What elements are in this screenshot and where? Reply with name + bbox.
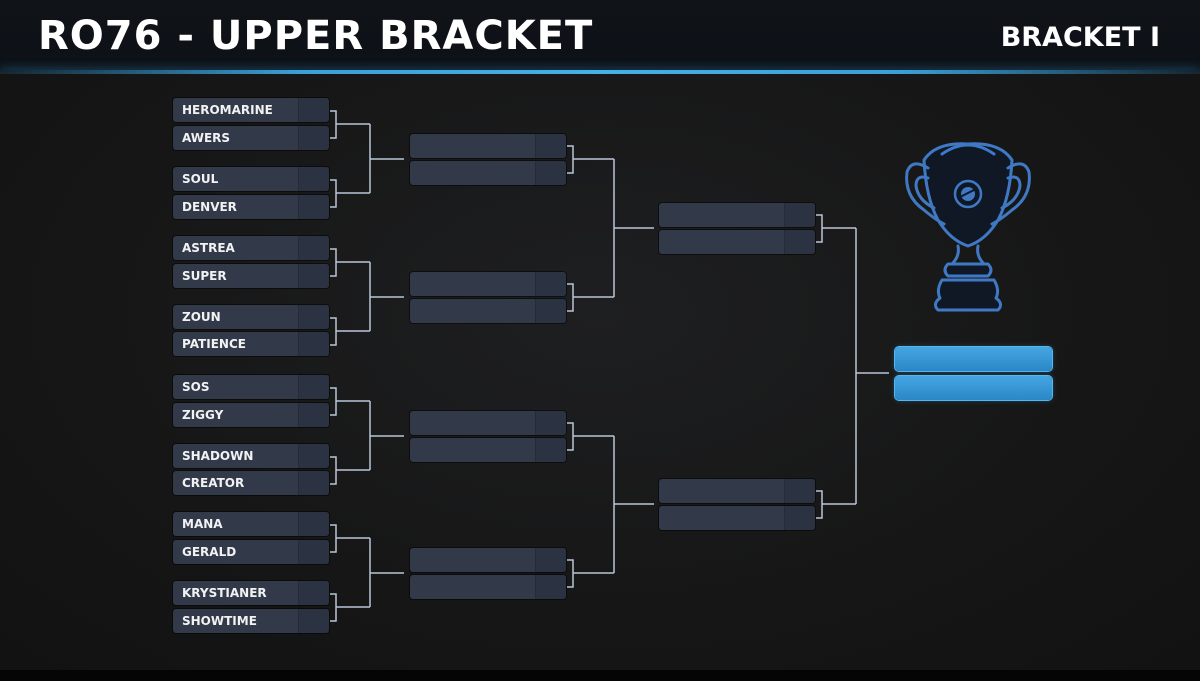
r3-match1-bottom-slot[interactable] — [659, 230, 815, 254]
score-box — [784, 203, 815, 227]
score-box — [298, 195, 329, 219]
r2-match3-bottom-slot[interactable] — [410, 438, 566, 462]
player-name: SHADOWN — [182, 444, 253, 468]
player-name: CREATOR — [182, 471, 244, 495]
trophy-icon — [902, 138, 1034, 316]
player-name: PATIENCE — [182, 332, 246, 356]
r2-match3-top-slot[interactable] — [410, 411, 566, 435]
score-box — [535, 272, 566, 296]
r1-match8-bottom-slot[interactable]: SHOWTIME — [173, 609, 329, 633]
player-name: AWERS — [182, 126, 230, 150]
r2-match2-bottom-slot[interactable] — [410, 299, 566, 323]
score-box — [298, 471, 329, 495]
score-box — [535, 575, 566, 599]
player-name: ASTREA — [182, 236, 235, 260]
r1-match4-top-slot[interactable]: ZOUN — [173, 305, 329, 329]
r1-match3-bottom-slot[interactable]: SUPER — [173, 264, 329, 288]
score-box — [298, 236, 329, 260]
player-name: KRYSTIANER — [182, 581, 267, 605]
score-box — [535, 438, 566, 462]
player-name: SOUL — [182, 167, 218, 191]
player-name: HEROMARINE — [182, 98, 273, 122]
r1-match7-top-slot[interactable]: MANA — [173, 512, 329, 536]
score-box — [298, 512, 329, 536]
player-name: GERALD — [182, 540, 236, 564]
score-box — [298, 305, 329, 329]
player-name: ZIGGY — [182, 403, 223, 427]
player-name: SUPER — [182, 264, 227, 288]
r3-match2-bottom-slot[interactable] — [659, 506, 815, 530]
r3-match1-top-slot[interactable] — [659, 203, 815, 227]
r1-match6-bottom-slot[interactable]: CREATOR — [173, 471, 329, 495]
r1-match5-top-slot[interactable]: SOS — [173, 375, 329, 399]
r1-match8-top-slot[interactable]: KRYSTIANER — [173, 581, 329, 605]
r2-match4-top-slot[interactable] — [410, 548, 566, 572]
score-box — [298, 403, 329, 427]
final-bottom-slot[interactable] — [895, 376, 1052, 400]
score-box — [298, 126, 329, 150]
score-box — [298, 264, 329, 288]
score-box — [298, 332, 329, 356]
r1-match2-bottom-slot[interactable]: DENVER — [173, 195, 329, 219]
score-box — [784, 506, 815, 530]
r1-match1-bottom-slot[interactable]: AWERS — [173, 126, 329, 150]
score-box — [784, 479, 815, 503]
score-box — [535, 161, 566, 185]
score-box — [298, 375, 329, 399]
score-box — [298, 167, 329, 191]
r1-match3-top-slot[interactable]: ASTREA — [173, 236, 329, 260]
final-top-slot[interactable] — [895, 347, 1052, 371]
score-box — [298, 609, 329, 633]
r1-match6-top-slot[interactable]: SHADOWN — [173, 444, 329, 468]
player-name: SOS — [182, 375, 210, 399]
player-name: DENVER — [182, 195, 237, 219]
r1-match4-bottom-slot[interactable]: PATIENCE — [173, 332, 329, 356]
r3-match2-top-slot[interactable] — [659, 479, 815, 503]
r1-match7-bottom-slot[interactable]: GERALD — [173, 540, 329, 564]
score-box — [535, 134, 566, 158]
score-box — [535, 299, 566, 323]
score-box — [298, 581, 329, 605]
score-box — [784, 230, 815, 254]
r2-match4-bottom-slot[interactable] — [410, 575, 566, 599]
score-box — [298, 444, 329, 468]
score-box — [535, 548, 566, 572]
score-box — [298, 98, 329, 122]
player-name: ZOUN — [182, 305, 221, 329]
footer-bar — [0, 670, 1200, 681]
r2-match2-top-slot[interactable] — [410, 272, 566, 296]
score-box — [535, 411, 566, 435]
r1-match5-bottom-slot[interactable]: ZIGGY — [173, 403, 329, 427]
score-box — [298, 540, 329, 564]
player-name: SHOWTIME — [182, 609, 257, 633]
r1-match1-top-slot[interactable]: HEROMARINE — [173, 98, 329, 122]
r2-match1-top-slot[interactable] — [410, 134, 566, 158]
player-name: MANA — [182, 512, 223, 536]
r2-match1-bottom-slot[interactable] — [410, 161, 566, 185]
r1-match2-top-slot[interactable]: SOUL — [173, 167, 329, 191]
